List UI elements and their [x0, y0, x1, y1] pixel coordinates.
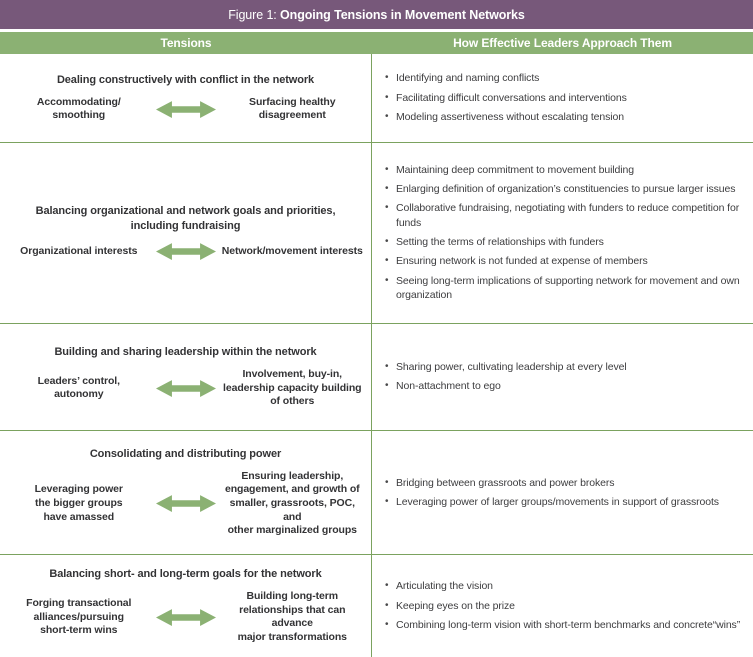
approach-item: Bridging between grassroots and power br… — [384, 476, 749, 491]
tension-poles: Leveraging power the bigger groups have … — [8, 470, 363, 538]
pole-right-label: Surfacing healthy disagreement — [249, 95, 336, 122]
table-row: Building and sharing leadership within t… — [0, 323, 753, 430]
pole-left-label: Accommodating/ smoothing — [36, 95, 121, 122]
pole-left-label: Forging transactional alliances/pursuing… — [26, 596, 132, 637]
tension-arrow-icon — [150, 99, 222, 120]
table-row: Balancing short- and long-term goals for… — [0, 554, 753, 657]
tension-title: Balancing organizational and network goa… — [35, 204, 336, 232]
approaches-cell: Articulating the vision Keeping eyes on … — [372, 555, 753, 657]
approach-item: Ensuring network is not funded at expens… — [384, 254, 749, 269]
approach-item: Collaborative fundraising, negotiating w… — [384, 201, 749, 230]
column-header-bar: Tensions How Effective Leaders Approach … — [0, 32, 753, 54]
approach-item: Leveraging power of larger groups/moveme… — [384, 495, 749, 510]
approaches-list: Bridging between grassroots and power br… — [384, 471, 749, 514]
figure-title-bar: Figure 1: Ongoing Tensions in Movement N… — [0, 0, 753, 29]
approach-item: Modeling assertiveness without escalatin… — [384, 110, 749, 125]
tension-arrow-icon — [150, 607, 222, 628]
approaches-cell: Maintaining deep commitment to movement … — [372, 143, 753, 323]
approaches-cell: Identifying and naming conflicts Facilit… — [372, 54, 753, 142]
approaches-list: Identifying and naming conflicts Facilit… — [384, 67, 749, 129]
tension-cell: Balancing organizational and network goa… — [0, 143, 372, 323]
approaches-list: Maintaining deep commitment to movement … — [384, 159, 749, 308]
tension-poles: Leaders’ control, autonomy Involvement, … — [8, 368, 363, 409]
tension-poles: Organizational interests Network/movemen… — [8, 241, 363, 262]
column-header-approaches: How Effective Leaders Approach Them — [453, 36, 672, 50]
approaches-cell: Sharing power, cultivating leadership at… — [372, 324, 753, 430]
approach-item: Keeping eyes on the prize — [384, 599, 749, 614]
tension-arrow-icon — [150, 493, 222, 514]
table-row: Consolidating and distributing power Lev… — [0, 430, 753, 554]
approaches-list: Sharing power, cultivating leadership at… — [384, 356, 749, 399]
approach-item: Facilitating difficult conversations and… — [384, 91, 749, 106]
approach-item: Identifying and naming conflicts — [384, 71, 749, 86]
tension-poles: Accommodating/ smoothing Surfacing healt… — [8, 96, 363, 123]
figure-title-prefix: Figure 1: — [228, 7, 281, 22]
pole-right-label: Building long-term relationships that ca… — [237, 590, 347, 644]
tension-title: Consolidating and distributing power — [89, 447, 282, 460]
table-row: Dealing constructively with conflict in … — [0, 54, 753, 142]
pole-right-label: Network/movement interests — [221, 245, 363, 258]
approach-item: Maintaining deep commitment to movement … — [384, 163, 749, 178]
tension-title: Balancing short- and long-term goals for… — [49, 568, 322, 581]
approach-item: Combining long-term vision with short-te… — [384, 618, 749, 633]
tension-cell: Dealing constructively with conflict in … — [0, 54, 372, 142]
approach-item: Sharing power, cultivating leadership at… — [384, 360, 749, 375]
pole-right-label: Involvement, buy-in, leadership capacity… — [223, 367, 362, 408]
tension-title: Building and sharing leadership within t… — [54, 346, 317, 359]
tension-cell: Building and sharing leadership within t… — [0, 324, 372, 430]
figure-title-text: Ongoing Tensions in Movement Networks — [280, 7, 525, 22]
tension-title: Dealing constructively with conflict in … — [56, 73, 315, 86]
pole-left-label: Leveraging power the bigger groups have … — [34, 483, 123, 523]
tension-arrow-icon — [150, 378, 222, 399]
approach-item: Seeing long-term implications of support… — [384, 274, 749, 303]
title-gap — [0, 29, 753, 32]
tension-cell: Balancing short- and long-term goals for… — [0, 555, 372, 657]
approach-item: Enlarging definition of organization’s c… — [384, 182, 749, 197]
approach-item: Non-attachment to ego — [384, 379, 749, 394]
approach-item: Setting the terms of relationships with … — [384, 235, 749, 250]
approaches-list: Articulating the vision Keeping eyes on … — [384, 575, 749, 637]
pole-left-label: Leaders’ control, autonomy — [37, 374, 120, 401]
pole-left-label: Organizational interests — [20, 245, 138, 258]
tension-cell: Consolidating and distributing power Lev… — [0, 431, 372, 554]
approach-item: Articulating the vision — [384, 579, 749, 594]
table-body: Dealing constructively with conflict in … — [0, 54, 753, 657]
tension-arrow-icon — [150, 241, 222, 262]
column-header-tensions: Tensions — [160, 36, 212, 50]
table-row: Balancing organizational and network goa… — [0, 142, 753, 323]
tension-poles: Forging transactional alliances/pursuing… — [8, 590, 363, 645]
approaches-cell: Bridging between grassroots and power br… — [372, 431, 753, 554]
pole-right-label: Ensuring leadership, engagement, and gro… — [224, 469, 360, 537]
